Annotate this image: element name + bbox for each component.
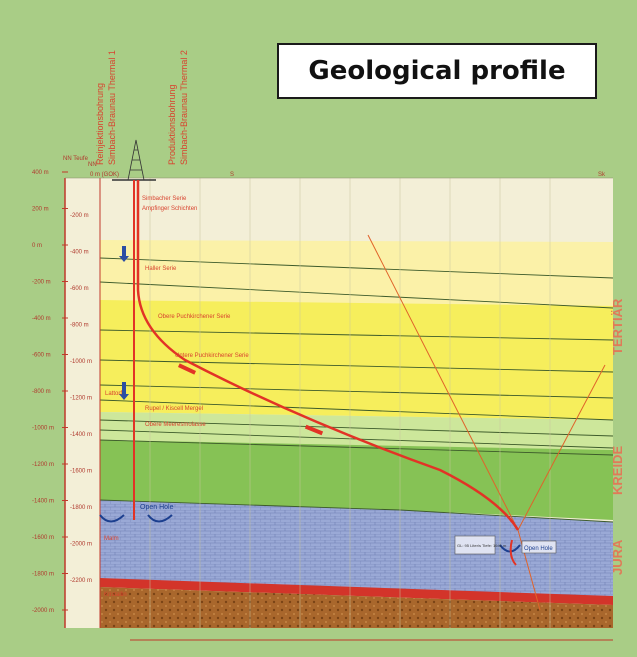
depth-tick-label: -1200 m: [32, 462, 54, 468]
formation-labels: Simbacher Serie Ampfinger Schichten Hall…: [104, 196, 249, 598]
jurassic-layer: [100, 500, 613, 600]
inner-tick-label: -1000 m: [70, 359, 92, 365]
well-marker: [304, 424, 324, 436]
formation-label: Ampfinger Schichten: [142, 206, 197, 212]
well2-label-2: Simbach-Braunau Thermal 2: [179, 50, 189, 165]
formation-label: Rupel / Kiscell Mergel: [145, 406, 203, 412]
well-info-text: GL: 95 Liter/s Tiefe: 1941 m: [457, 543, 507, 548]
inner-tick-label: -600 m: [70, 286, 89, 292]
info-box: [454, 535, 496, 555]
page-title: Geological profile: [308, 56, 566, 86]
inner-tick-label: -200 m: [70, 213, 89, 219]
formation-label: Lattorf: [105, 391, 122, 397]
depth-tick-label: -1800 m: [32, 572, 54, 578]
surface-label: 0 m (GOK): [90, 172, 119, 178]
deviated-well: [136, 180, 520, 531]
depth-tick-label: 400 m: [32, 170, 49, 176]
axis-top-right-label: NN: [88, 162, 97, 168]
inner-tick-label: -2000 m: [70, 542, 92, 548]
axis-top-left-label: NN Teufe: [63, 156, 89, 162]
well1-label-2: Simbach-Braunau Thermal 1: [107, 50, 117, 165]
formation-label: Haller Serie: [145, 266, 177, 272]
inner-tick-label: -2200 m: [70, 578, 92, 584]
lower-tertiary-layer: [100, 300, 613, 420]
flow-arrows: [119, 246, 129, 400]
tertiary-label: TERTIÄR: [610, 298, 625, 355]
depth-tick-label: -800 m: [32, 389, 51, 395]
depth-tick-label: 0 m: [32, 243, 42, 249]
well1-label-1: Reinjektionsbohrung: [95, 83, 105, 165]
inner-tick-label: -800 m: [70, 323, 89, 329]
inner-tick-label: -1800 m: [70, 505, 92, 511]
depth-tick-label: -1600 m: [32, 535, 54, 541]
basement-top-band: [100, 578, 613, 605]
formation-label: Malm: [104, 536, 119, 542]
well-marker: [177, 363, 197, 375]
formation-label: Obere Puchkirchener Serie: [158, 314, 231, 320]
depth-tick-label: -2000 m: [32, 608, 54, 614]
marker-sk: Sk: [598, 172, 606, 178]
inner-depth-ticks: -200 m -400 m -600 m -800 m -1000 m -1200 m -1…: [70, 213, 92, 584]
title-box: Geological profile: [277, 43, 597, 99]
jurassic-label: JURA: [610, 539, 625, 575]
open-hole-left-label: Open Hole: [140, 504, 174, 511]
depth-tick-label: -1000 m: [32, 426, 54, 432]
depth-tick-label: -600 m: [32, 353, 51, 359]
fault-lines: [367, 234, 606, 611]
basement-layer: [100, 587, 613, 628]
inner-tick-label: -1600 m: [70, 469, 92, 475]
inner-tick-label: -1400 m: [70, 432, 92, 438]
cretaceous-layer: [100, 440, 613, 520]
open-hole-box: [521, 540, 557, 554]
formation-label: Obere Meeresmolasse: [145, 422, 206, 428]
depth-tick-label: 200 m: [32, 207, 49, 213]
well2-label-1: Produktionsbohrung: [167, 84, 177, 165]
formation-label: Untere Puchkirchener Serie: [175, 353, 249, 359]
marker-s: S: [230, 172, 234, 178]
inner-tick-label: -1200 m: [70, 396, 92, 402]
left-depth-ticks: 400 m 200 m 0 m -200 m -400 m -600 m -800 m -10…: [32, 170, 68, 614]
formation-label: Kristallin: [104, 592, 127, 598]
inner-tick-label: -400 m: [70, 250, 89, 256]
depth-tick-label: -200 m: [32, 280, 51, 286]
open-hole-right-label: Open Hole: [524, 546, 553, 552]
formation-label: Simbacher Serie: [142, 196, 187, 202]
cretaceous-label: KREIDE: [610, 446, 625, 495]
depth-tick-label: -1400 m: [32, 499, 54, 505]
depth-tick-label: -400 m: [32, 316, 51, 322]
derrick-icon: [127, 139, 145, 181]
open-hole-red: [509, 539, 517, 566]
